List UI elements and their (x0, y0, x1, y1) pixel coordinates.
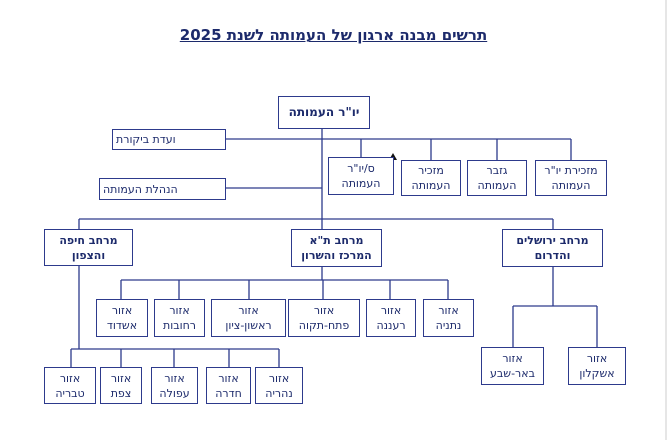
node-region-tel-aviv-center: מרחב ת"א המרכז והשרון (291, 229, 382, 267)
node-area-afula: אזור עפולה (151, 367, 198, 404)
node-region-haifa-north: מרחב חיפה והצפון (44, 229, 133, 266)
node-area-netanya: אזור נתניה (423, 299, 474, 337)
node-area-rishon-lezion: אזור ראשון-ציון (211, 299, 286, 337)
node-area-beer-sheva: אזור באר-שבע (481, 347, 544, 385)
node-vice-chair: ס/יו"ר העמותה (328, 157, 394, 195)
node-area-ashkelon: אזור אשקלון (568, 347, 626, 385)
chart-title: תרשים מבנה ארגון של העמותה לשנת 2025 (179, 26, 488, 44)
node-area-nahariya: אזור נהריה (255, 367, 303, 404)
node-area-tiberias: אזור טבריה (44, 367, 96, 404)
node-area-rehovot: אזור רחובות (154, 299, 205, 337)
node-audit-committee: ועדת ביקורת (112, 129, 226, 150)
node-area-ashdod: אזור אשדוד (96, 299, 148, 337)
node-management: הנהלת העמותה (99, 178, 226, 200)
page-edge (665, 0, 667, 440)
node-area-raanana: אזור רעננה (366, 299, 416, 337)
node-region-jerusalem-south: מרחב ירושלים והדרום (502, 229, 603, 267)
node-chair-secretary: מזכירת יו"ר העמותה (535, 160, 607, 196)
node-area-petah-tikva: אזור פתח-תקוה (288, 299, 360, 337)
node-treasurer: גזבר העמותה (467, 160, 527, 196)
node-area-safed: אזור צפת (100, 367, 142, 404)
node-secretary: מזכיר העמותה (401, 160, 461, 196)
node-area-hadera: אזור חדרה (206, 367, 251, 404)
node-chair: יו"ר העמותה (278, 96, 370, 129)
